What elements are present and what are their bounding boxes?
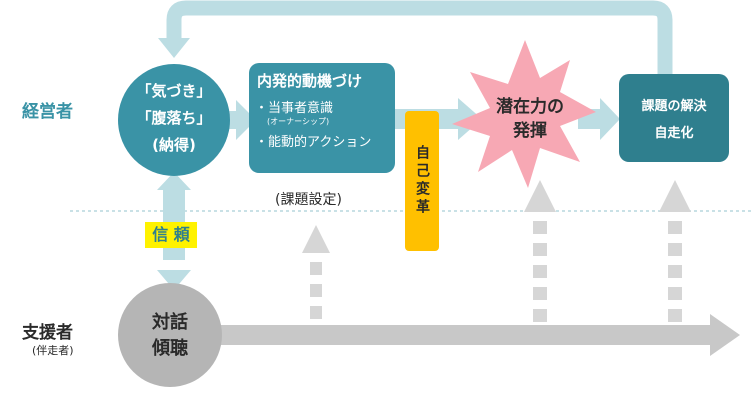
loop-arrow-head [158,38,190,58]
awareness-line-3: (納得) [152,136,196,154]
arrow-circle-to-box-head [236,100,256,140]
potential-burst [452,40,596,188]
motivation-item-ownership-sub: (オーナーシップ) [267,117,330,126]
self-reform-box: 自己変革 [405,111,439,251]
awareness-line-2: 「腹落ち」 [136,109,212,127]
dialogue-line-1: 対話 [152,312,188,333]
dotted-arrow-2 [524,180,556,322]
potential-line-2: 発揮 [513,121,547,141]
supporter-label: 支援者 [22,323,73,343]
dialogue-circle [118,283,222,387]
motivation-box: 内発的動機づけ ・当事者意識 (オーナーシップ) ・能動的アクション [249,63,395,173]
task-setting-label: (課題設定) [275,192,342,208]
manager-label: 経営者 [22,102,73,122]
potential-line-1: 潜在力の [496,97,564,117]
arrow-burst-to-solution-head [600,98,620,140]
solution-line-1: 課題の解決 [641,99,707,114]
supporter-sublabel: (伴走者) [32,344,74,357]
dialogue-text: 対話 傾聴 [118,310,222,362]
awareness-text: 「気づき」 「腹落ち」 (納得) [118,78,230,159]
dotted-arrow-3 [659,180,691,322]
trust-arrow-up-head [157,172,191,190]
trust-arrow-down-head [157,270,191,290]
motivation-item-action: ・能動的アクション [255,135,372,150]
solution-box: 課題の解決 自走化 [619,74,729,162]
supporter-timeline-arrow-body [205,325,713,345]
supporter-timeline-arrow-head [710,314,740,356]
loop-arrow-line [166,0,673,75]
motivation-item-ownership: ・当事者意識 [255,101,334,116]
motivation-title: 内発的動機づけ [257,72,363,90]
trust-label: 信 頼 [145,222,197,248]
dialogue-line-2: 傾聴 [152,338,188,359]
awareness-circle [118,64,230,176]
self-reform-text: 自己変革 [414,145,430,217]
solution-line-2: 自走化 [654,126,694,141]
awareness-line-1: 「気づき」 [136,82,212,100]
potential-text: 潜在力の 発揮 [480,95,580,143]
dotted-arrow-1 [302,225,330,319]
